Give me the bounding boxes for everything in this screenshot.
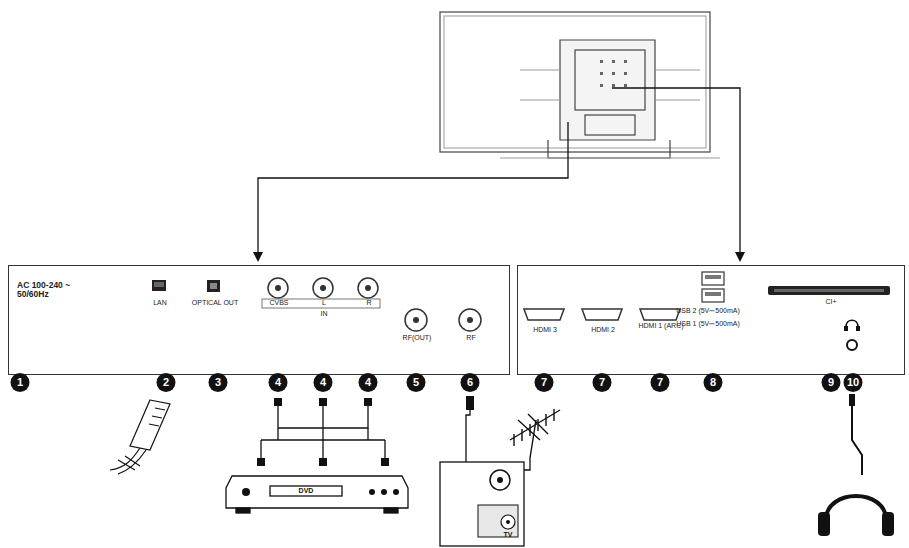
callout-number: 2 (157, 373, 176, 392)
device-label: DVD (299, 487, 314, 494)
callout-number: 7 (535, 373, 554, 392)
port-label: RF(OUT) (403, 334, 432, 342)
port-label: CVBS (269, 299, 288, 307)
callout-number: 5 (407, 373, 426, 392)
callout-number: 4 (269, 373, 288, 392)
port-label: R (366, 299, 371, 307)
port-label: IN (321, 310, 328, 318)
callout-number: 3 (209, 373, 228, 392)
port-label: LAN (153, 299, 167, 307)
callout-number: 4 (314, 373, 333, 392)
port-label: HDMI 3 (533, 326, 557, 334)
callout-number: 8 (704, 373, 723, 392)
port-label: USB 2 (5V⎓500mA) (676, 307, 740, 315)
connector-panel: AC 100-240 ~ 50/60HzLAN OPTICAL OUT CVBS L R… (8, 265, 510, 375)
port-label: RF (466, 334, 475, 342)
port-label: OPTICAL OUT (192, 299, 238, 307)
callout-number: 9 (822, 373, 841, 392)
callout-number: 10 (844, 373, 863, 392)
callout-number: 7 (593, 373, 612, 392)
connector-panel: HDMI 3HDMI 2HDMI 1 (ARC)USB 2 (5V⎓500mA)… (517, 265, 905, 375)
port-label: USB 1 (5V⎓500mA) (676, 320, 740, 328)
port-label: L (322, 299, 326, 307)
device-label: TV (504, 531, 513, 538)
port-label: CI+ (825, 298, 836, 306)
callout-number: 4 (359, 373, 378, 392)
port-label: AC 100-240 ~ 50/60Hz (17, 281, 87, 300)
callout-number: 1 (11, 373, 30, 392)
port-label: HDMI 2 (591, 326, 615, 334)
callout-number: 6 (461, 373, 480, 392)
callout-number: 7 (651, 373, 670, 392)
